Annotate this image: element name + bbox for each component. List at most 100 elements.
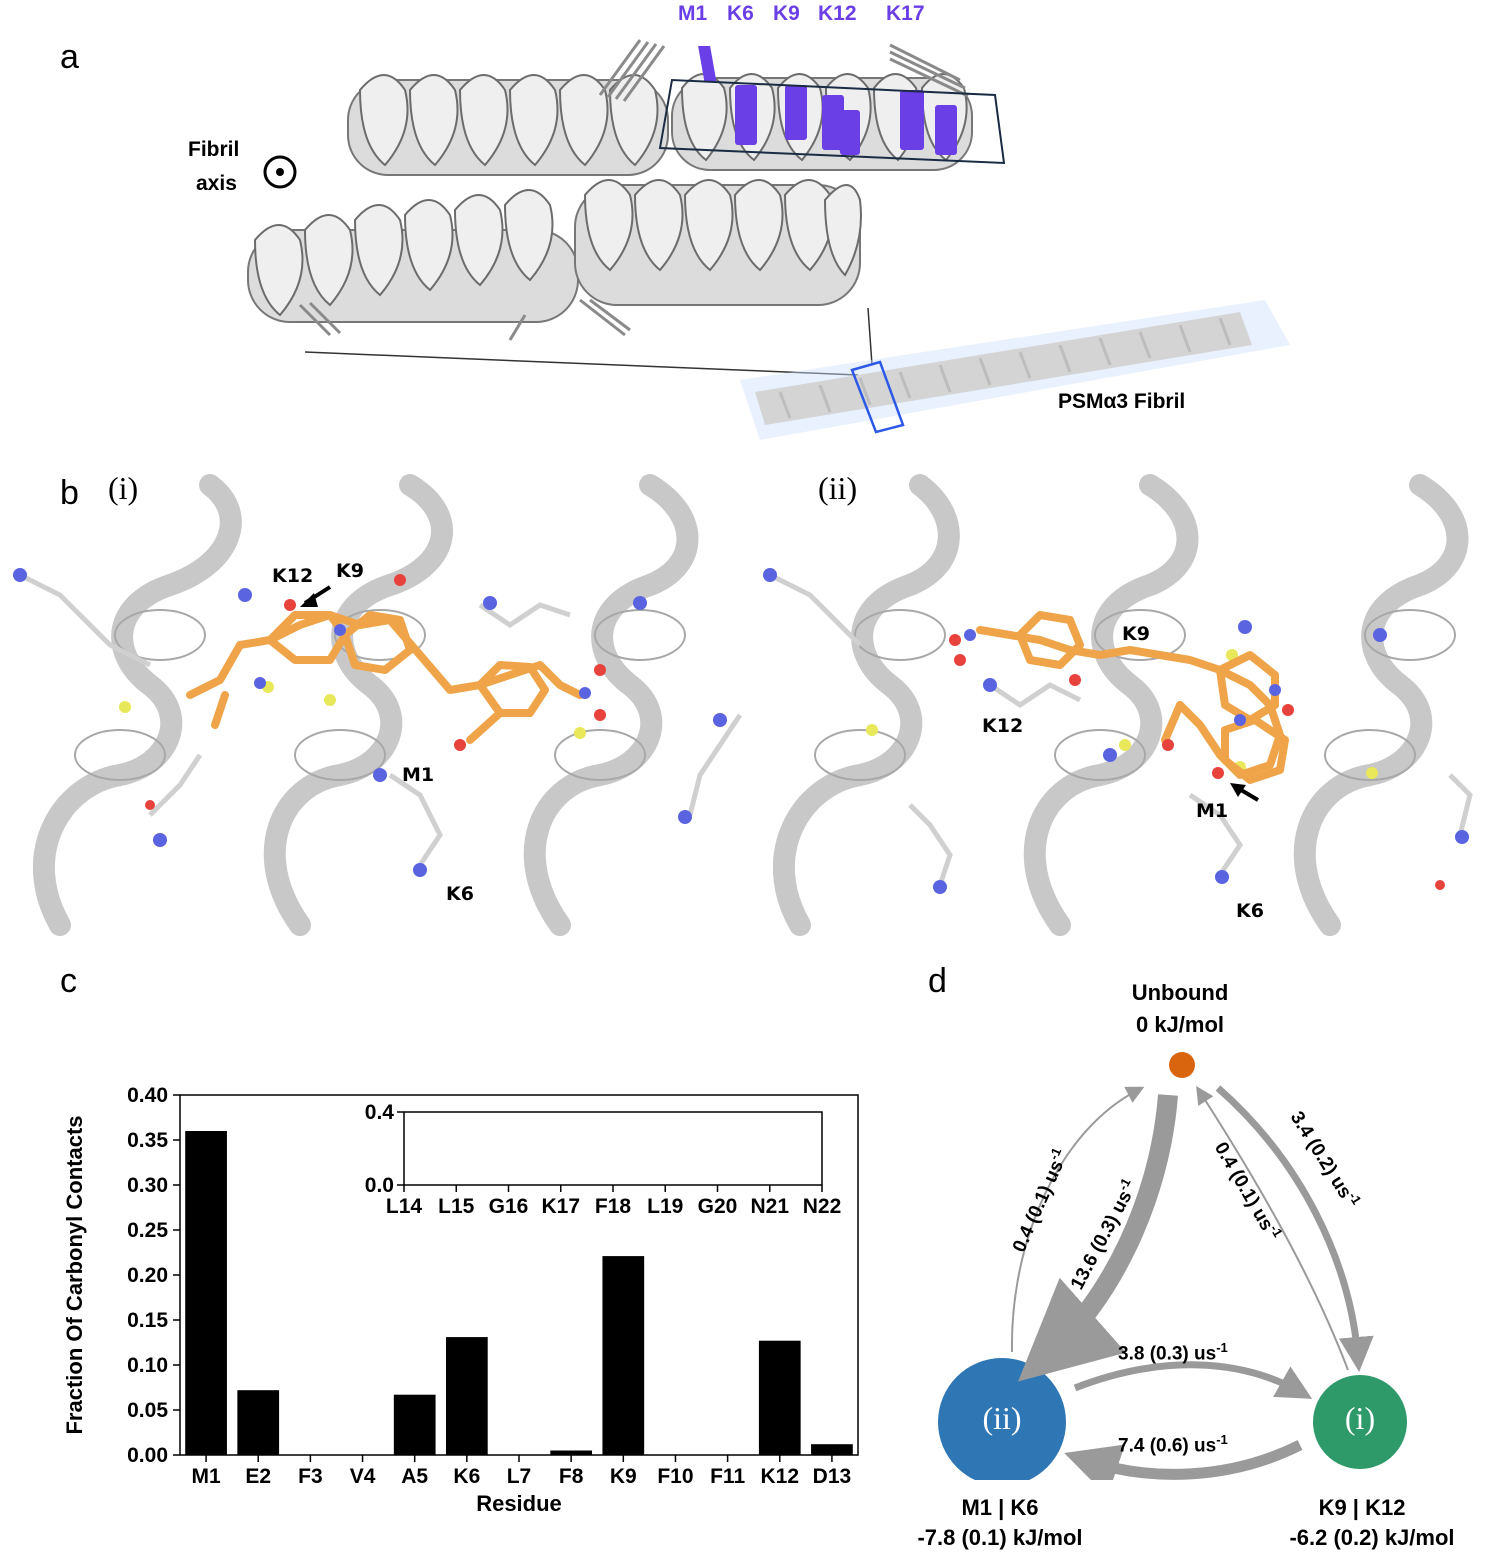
state-i-name: K9 | K12 bbox=[1318, 1495, 1406, 1520]
x-tick-label: K6 bbox=[453, 1465, 480, 1488]
bar-m1 bbox=[185, 1131, 227, 1455]
y-tick-label: 0.15 bbox=[127, 1309, 168, 1332]
y-tick-label: 0.10 bbox=[127, 1354, 168, 1377]
y-tick-label: 0.05 bbox=[127, 1399, 168, 1422]
state-ii-name: M1 | K6 bbox=[961, 1495, 1039, 1520]
residue-label-m1: M1 bbox=[678, 2, 708, 25]
x-tick-label: F11 bbox=[710, 1465, 745, 1488]
ligand-ii bbox=[976, 611, 1289, 784]
rate-i-to-ii-value: 7.4 (0.6) us bbox=[1118, 1435, 1217, 1457]
arrow-unbound-to-i bbox=[1215, 1085, 1374, 1372]
structure-i bbox=[13, 474, 743, 936]
x-tick-label: L7 bbox=[507, 1465, 532, 1488]
rate-exponent: -1 bbox=[1216, 1340, 1228, 1355]
fibril-axis-icon bbox=[263, 155, 297, 189]
fibril-axis-label-line1: Fibril bbox=[188, 138, 240, 161]
rate-i-to-ii: 7.4 (0.6) us-1 bbox=[1118, 1432, 1228, 1457]
bar-k9 bbox=[602, 1256, 645, 1455]
y-tick-label: 0.25 bbox=[127, 1219, 168, 1242]
arrow-i-to-ii bbox=[1064, 1440, 1303, 1480]
panel-a-residue-labels: M1 K6 K9 K12 K17 bbox=[678, 2, 958, 28]
inset-x-tick-label: L15 bbox=[438, 1195, 475, 1218]
y-axis-label: Fraction Of Carbonyl Contacts bbox=[62, 1115, 87, 1434]
structure-ii bbox=[763, 474, 1473, 936]
inset-x-tick-label: K17 bbox=[541, 1195, 580, 1218]
arrow-ii-to-unbound bbox=[1010, 1086, 1145, 1353]
panel-b-structures bbox=[13, 474, 1473, 936]
bar-e2 bbox=[237, 1390, 280, 1455]
unbound-node bbox=[1169, 1052, 1195, 1078]
b-i-label-m1: M1 bbox=[402, 764, 435, 786]
inset-x-tick-label: N22 bbox=[803, 1195, 842, 1218]
b-ii-label-k12: K12 bbox=[982, 715, 1024, 737]
state-i-node bbox=[1313, 1375, 1407, 1469]
state-i-energy: -6.2 (0.2) kJ/mol bbox=[1289, 1525, 1455, 1550]
state-ii-node bbox=[938, 1358, 1066, 1480]
unbound-state-name: Unbound bbox=[1131, 980, 1229, 1005]
b-i-label-k12: K12 bbox=[272, 565, 314, 587]
fibril-selection bbox=[850, 360, 905, 434]
residue-label-k12: K12 bbox=[818, 2, 857, 25]
x-tick-label: A5 bbox=[401, 1465, 428, 1488]
x-tick-label: F3 bbox=[298, 1465, 323, 1488]
x-tick-label: F10 bbox=[657, 1465, 693, 1488]
x-tick-label: K12 bbox=[761, 1465, 800, 1488]
x-tick-label: M1 bbox=[191, 1465, 220, 1488]
inset-x-tick-label: N21 bbox=[750, 1195, 789, 1218]
x-tick-label: K9 bbox=[610, 1465, 637, 1488]
panel-a-fibril-structure bbox=[247, 39, 1290, 440]
state-ii-energy: -7.8 (0.1) kJ/mol bbox=[917, 1525, 1083, 1550]
b-i-label-k9: K9 bbox=[336, 560, 364, 582]
state-i-symbol: (i) bbox=[1344, 1400, 1376, 1436]
inset-plot-frame bbox=[403, 1111, 823, 1186]
bar-a5 bbox=[393, 1394, 436, 1455]
arrow-unbound-to-ii bbox=[1018, 1094, 1178, 1382]
residue-label-k6: K6 bbox=[727, 2, 754, 25]
inset-y-tick-label: 0.4 bbox=[365, 1101, 395, 1124]
unbound-state-energy: 0 kJ/mol bbox=[1135, 1012, 1225, 1037]
x-tick-label: V4 bbox=[350, 1465, 376, 1488]
x-axis-label: Residue bbox=[476, 1491, 562, 1516]
residue-label-k17: K17 bbox=[886, 2, 925, 25]
b-ii-label-k9: K9 bbox=[1122, 623, 1150, 645]
inset-y-tick-label: 0.0 bbox=[365, 1174, 394, 1197]
bar-d13 bbox=[811, 1444, 853, 1455]
upper-left-helices bbox=[347, 39, 669, 176]
ligand-i bbox=[186, 611, 584, 744]
lower-helices bbox=[247, 179, 862, 341]
y-tick-label: 0.20 bbox=[127, 1264, 168, 1287]
x-tick-label: F8 bbox=[559, 1465, 584, 1488]
panel-d-kinetic-network bbox=[938, 1052, 1407, 1480]
panel-c-letter: c bbox=[60, 962, 77, 1000]
residue-label-k9: K9 bbox=[773, 2, 800, 25]
bar-k6 bbox=[445, 1337, 488, 1455]
y-tick-label: 0.35 bbox=[127, 1129, 168, 1152]
b-ii-label-k6: K6 bbox=[1236, 900, 1264, 922]
x-tick-label: E2 bbox=[245, 1465, 271, 1488]
inset-x-tick-label: L19 bbox=[647, 1195, 683, 1218]
psm-fibril bbox=[740, 300, 1290, 440]
inset-x-tick-label: G16 bbox=[489, 1195, 529, 1218]
x-tick-label: D13 bbox=[813, 1465, 852, 1488]
y-tick-label: 0.30 bbox=[127, 1174, 168, 1197]
arrow-i-to-unbound bbox=[1196, 1085, 1349, 1371]
panel-d-letter: d bbox=[928, 962, 947, 1000]
rate-exponent: -1 bbox=[1216, 1432, 1228, 1447]
panel-a-letter: a bbox=[60, 38, 79, 76]
panel-b-letter: b bbox=[60, 474, 79, 512]
y-tick-label: 0.00 bbox=[127, 1444, 168, 1467]
bar-k12 bbox=[758, 1340, 801, 1455]
arrow-ii-to-i bbox=[1073, 1361, 1313, 1399]
fibril-name-label: PSMα3 Fibril bbox=[1058, 390, 1186, 413]
inset-x-tick-label: L14 bbox=[386, 1195, 423, 1218]
highlighted-residues bbox=[698, 46, 957, 155]
rate-ii-to-i: 3.8 (0.3) us-1 bbox=[1118, 1340, 1228, 1365]
upper-right-helices bbox=[658, 43, 1006, 171]
inset-x-tick-label: G20 bbox=[698, 1195, 738, 1218]
b-i-label-k6: K6 bbox=[446, 883, 474, 905]
fibril-axis-label-line2: axis bbox=[196, 172, 237, 195]
y-tick-label: 0.40 bbox=[127, 1084, 168, 1107]
state-ii-symbol: (ii) bbox=[982, 1400, 1022, 1436]
panel-b-sub-i: (i) bbox=[108, 470, 139, 506]
